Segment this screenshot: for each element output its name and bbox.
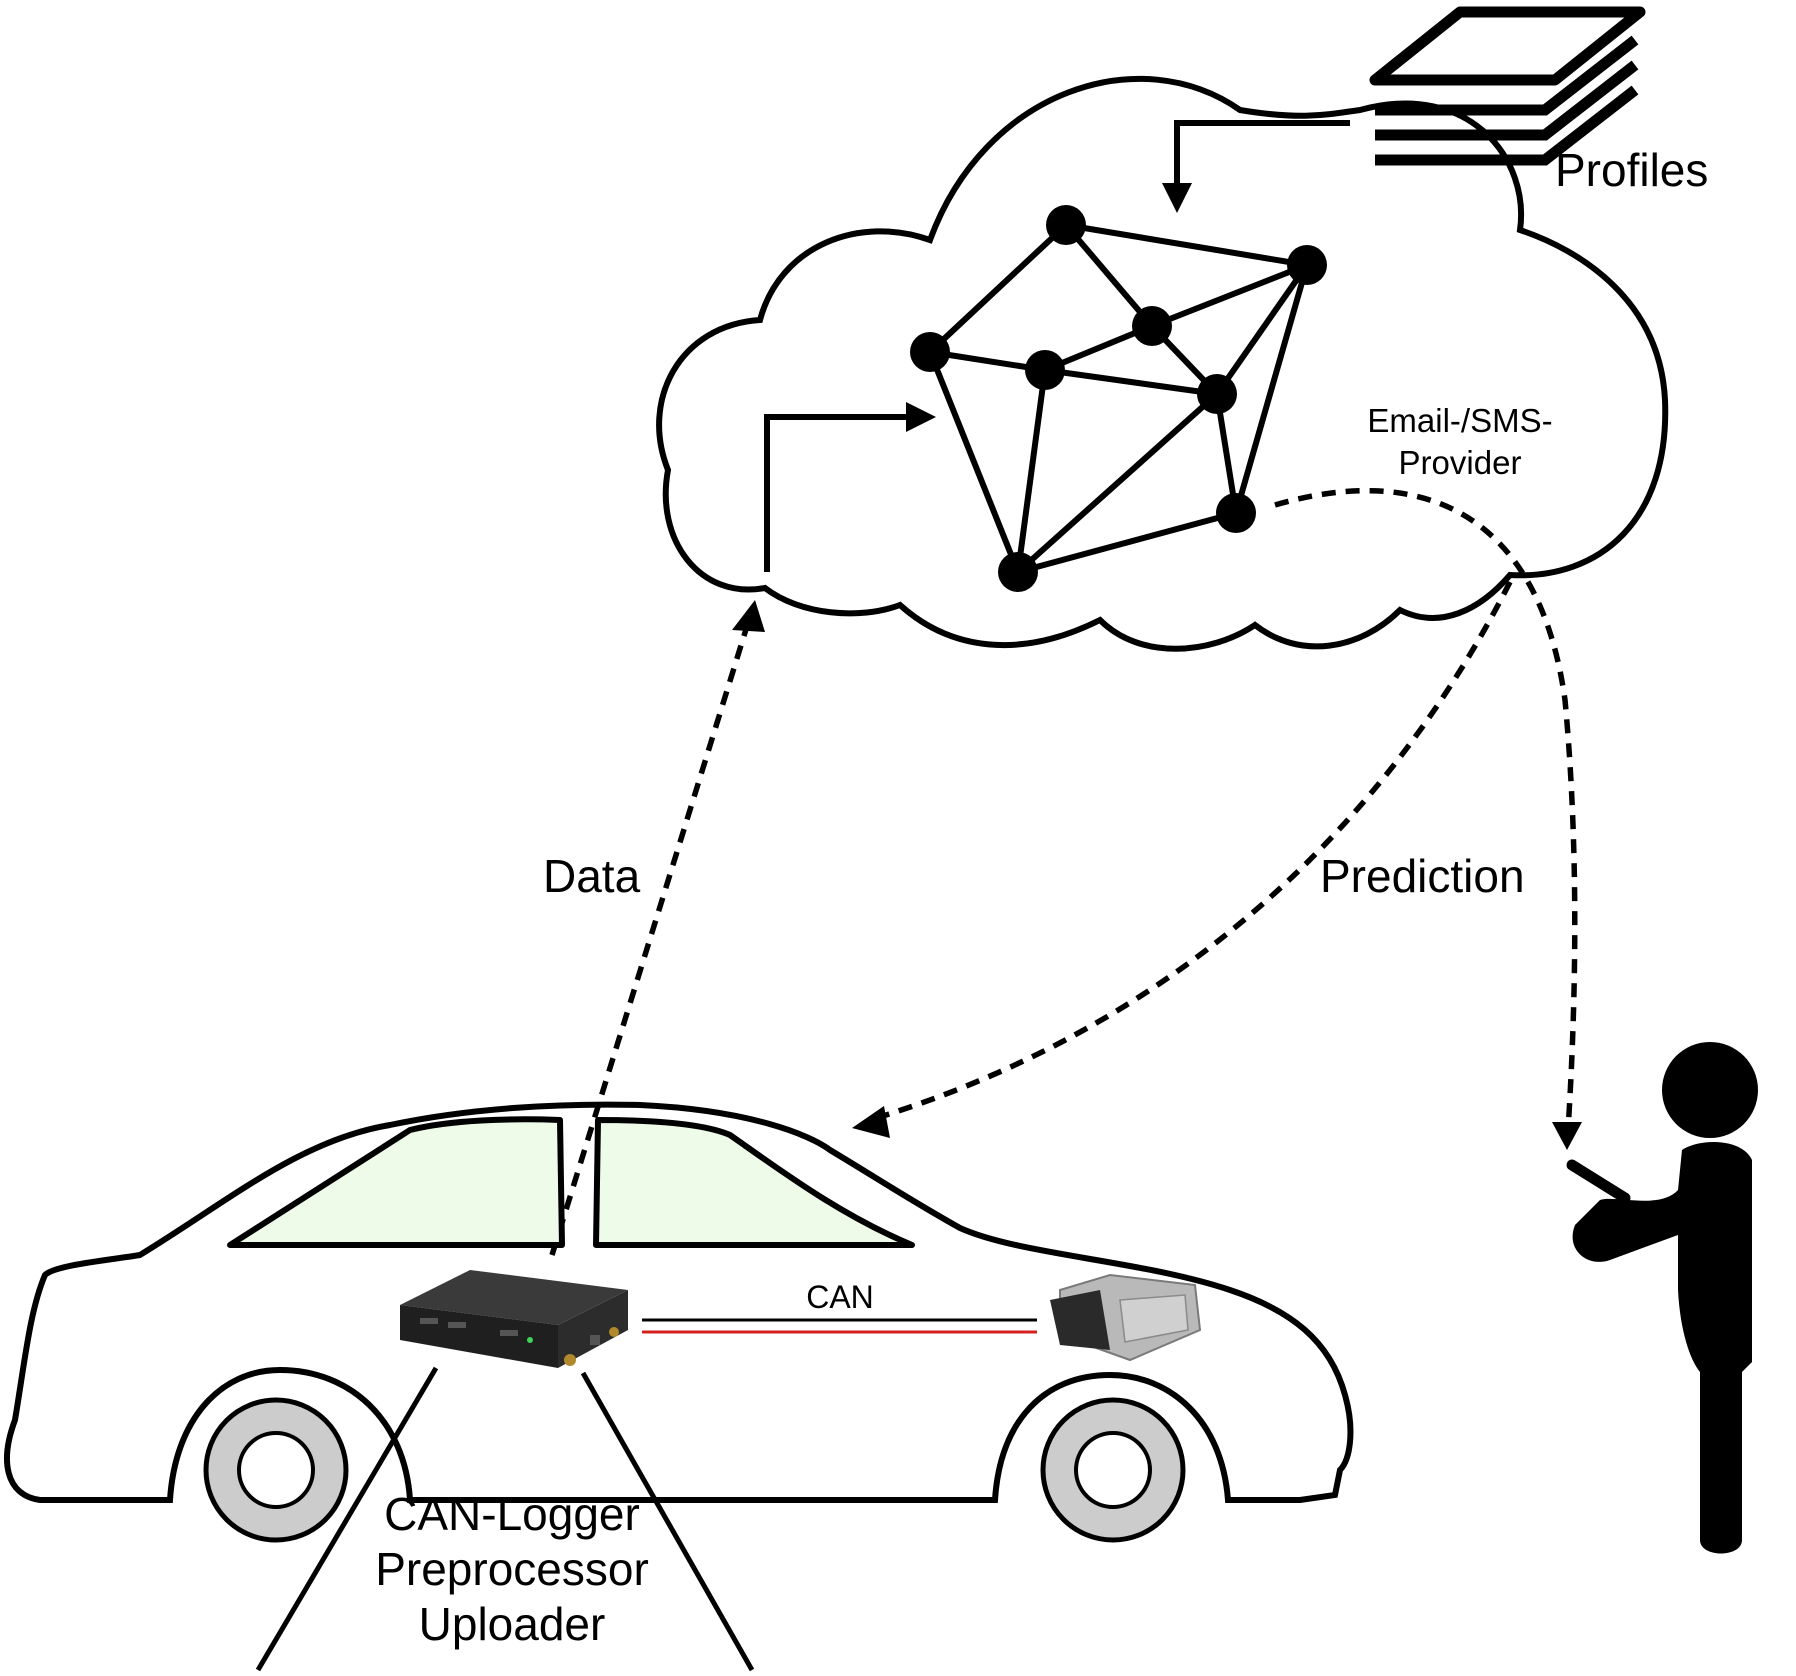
prediction-label: Prediction (1320, 850, 1525, 902)
data-label: Data (543, 850, 641, 902)
prediction-to-car-arrow (852, 580, 1513, 1138)
can-label: CAN (806, 1279, 874, 1315)
car-icon (4, 1101, 1354, 1543)
profiles-stack-icon (1369, 6, 1646, 166)
can-bus-lines (642, 1318, 1037, 1334)
profiles-to-network-arrow (1162, 120, 1350, 213)
rear-wheel-icon (203, 1397, 349, 1543)
logger-label-line2: Preprocessor (375, 1543, 649, 1595)
can-logger-device-icon (400, 1270, 628, 1368)
data-to-network-arrow (764, 402, 936, 572)
logger-callout-lines (255, 1366, 755, 1672)
front-wheel-icon (1040, 1397, 1186, 1543)
logger-label-line1: CAN-Logger (384, 1488, 640, 1540)
logger-label-line3: Uploader (419, 1598, 606, 1650)
neural-network-icon (910, 205, 1327, 592)
email-sms-provider-label-line1: Email-/SMS- (1367, 402, 1552, 439)
ecu-icon (1050, 1273, 1202, 1362)
email-sms-provider-label-line2: Provider (1399, 444, 1522, 481)
profiles-label: Profiles (1555, 144, 1708, 196)
cloud-icon (656, 75, 1669, 652)
person-with-phone-icon (1566, 1042, 1758, 1554)
data-upload-arrow (549, 600, 765, 1256)
prediction-to-person-arrow (1274, 488, 1582, 1150)
